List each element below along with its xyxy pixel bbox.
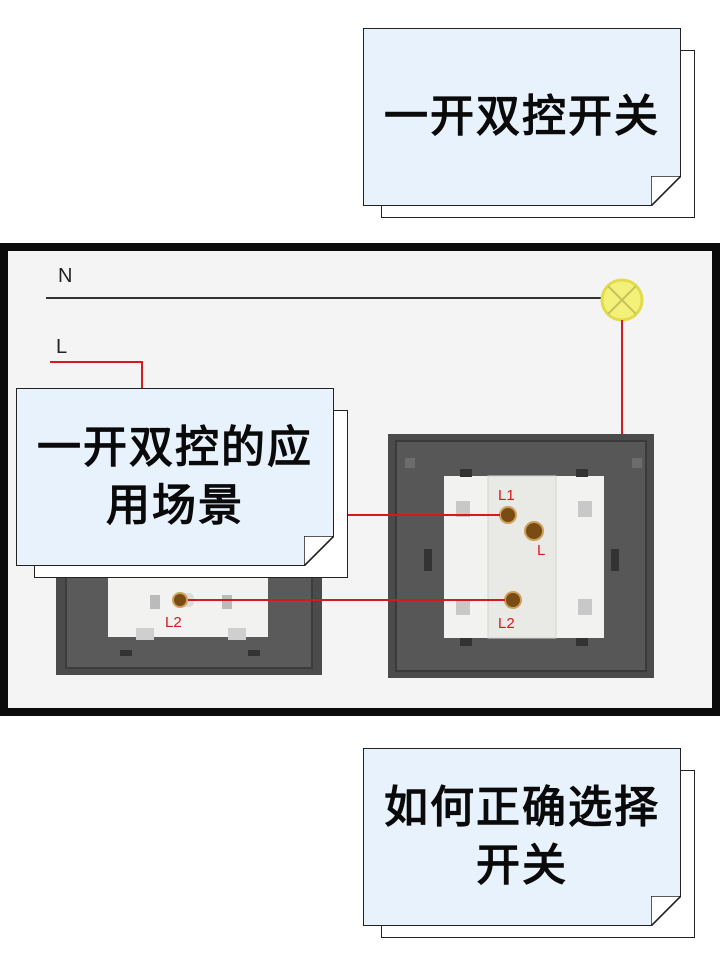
page-curl-icon	[651, 896, 681, 926]
card-face	[16, 388, 334, 566]
right-switch-l2-label: L2	[498, 615, 515, 632]
right-switch: L1 L L2	[388, 434, 654, 678]
page-curl-icon	[651, 176, 681, 206]
live-wire	[50, 361, 143, 393]
right-switch-terminal-l	[524, 521, 544, 541]
right-switch-l-label: L	[537, 542, 545, 559]
scenario-text: 一开双控的应用场景	[37, 422, 313, 531]
lamp-icon	[600, 278, 644, 322]
neutral-label: N	[58, 265, 72, 287]
left-switch-l2-label: L2	[165, 614, 182, 631]
right-switch-terminal-l1	[499, 506, 517, 524]
live-label: L	[56, 336, 67, 358]
card-face	[363, 28, 681, 206]
page-curl-icon	[304, 536, 334, 566]
title-card: 一开双控开关	[363, 28, 695, 218]
wiring-diagram: N L L2	[0, 243, 720, 716]
card-face	[363, 748, 681, 926]
scenario-card: 一开双控的应用场景	[16, 388, 348, 578]
title-text: 一开双控开关	[384, 91, 660, 142]
right-switch-terminal-l2	[504, 591, 522, 609]
right-switch-l1-label: L1	[498, 487, 515, 504]
left-switch-terminal-l2	[172, 592, 188, 608]
selection-text: 如何正确选择开关	[384, 782, 660, 891]
selection-card: 如何正确选择开关	[363, 748, 695, 938]
